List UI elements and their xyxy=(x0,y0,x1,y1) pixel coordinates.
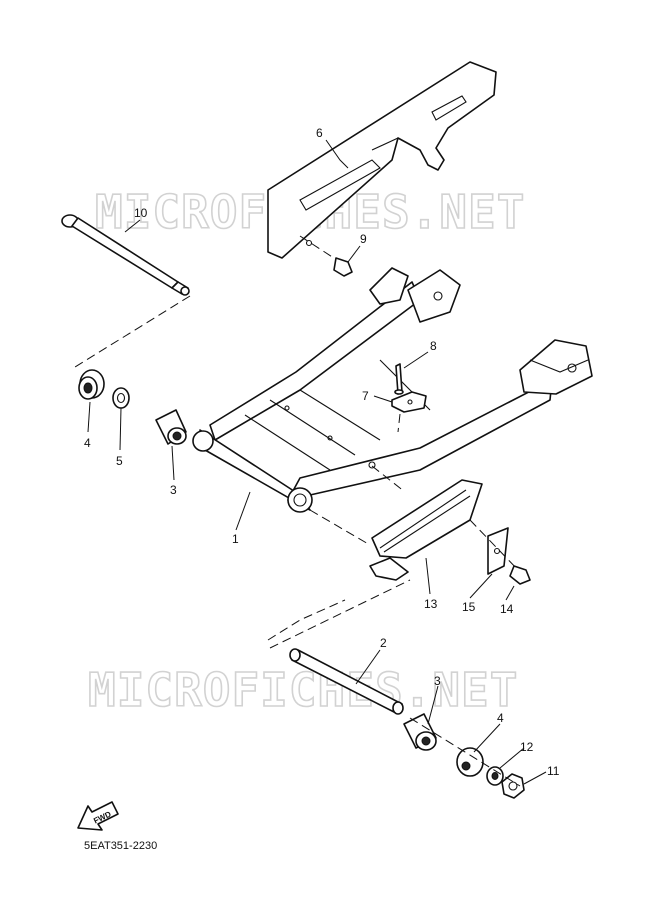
callout-10[interactable]: 10 xyxy=(134,206,148,220)
axis-line-13 xyxy=(309,509,371,546)
callout-9[interactable]: 9 xyxy=(360,232,367,246)
callout-4-bottom[interactable]: 4 xyxy=(497,711,504,725)
bushing-part-4-top[interactable] xyxy=(78,369,105,400)
callout-3-top[interactable]: 3 xyxy=(170,483,177,497)
axis-line-2 xyxy=(267,599,346,641)
callout-12[interactable]: 12 xyxy=(520,740,534,754)
axis-line-13b xyxy=(371,465,406,493)
callout-15[interactable]: 15 xyxy=(462,600,476,614)
watermark-bottom: MICROFICHES.NET xyxy=(88,663,518,717)
pivot-shaft-part-10[interactable] xyxy=(61,214,190,296)
chain-guard-part-6[interactable] xyxy=(267,61,497,259)
callout-3-bottom[interactable]: 3 xyxy=(434,674,441,688)
bolt-part-9[interactable] xyxy=(299,235,353,277)
washer-part-12[interactable] xyxy=(486,766,504,786)
callout-1[interactable]: 1 xyxy=(232,532,239,546)
collar-part-3-bottom[interactable] xyxy=(403,713,437,751)
chain-slider-part-13[interactable] xyxy=(369,479,483,581)
clamp-part-7[interactable] xyxy=(391,391,427,413)
fwd-arrow-icon: FWD xyxy=(77,801,119,831)
axis-line-10 xyxy=(74,295,191,368)
callout-11[interactable]: 11 xyxy=(547,764,560,778)
screw-part-14[interactable] xyxy=(469,519,531,585)
axis-line-7 xyxy=(397,413,401,433)
rivet-part-8[interactable] xyxy=(394,363,404,395)
callout-14[interactable]: 14 xyxy=(500,602,514,616)
leader-lines xyxy=(87,139,547,785)
callout-13[interactable]: 13 xyxy=(424,597,438,611)
diagram-code: 5EAT351-2230 xyxy=(84,840,158,852)
nut-part-11[interactable] xyxy=(501,773,525,799)
shaft-part-2[interactable] xyxy=(269,579,411,715)
collar-part-3-top[interactable] xyxy=(155,409,187,445)
plate-part-15[interactable] xyxy=(487,527,509,575)
callout-5[interactable]: 5 xyxy=(116,454,123,468)
washer-part-5[interactable] xyxy=(112,387,130,409)
callout-6[interactable]: 6 xyxy=(316,126,323,140)
callout-4-top[interactable]: 4 xyxy=(84,436,91,450)
bushing-part-4-bottom[interactable] xyxy=(456,747,484,777)
axis-line-lower xyxy=(409,717,521,787)
callout-2[interactable]: 2 xyxy=(380,636,387,650)
callout-7[interactable]: 7 xyxy=(362,389,369,403)
callout-8[interactable]: 8 xyxy=(430,339,437,353)
swingarm-part-1[interactable] xyxy=(192,267,593,513)
